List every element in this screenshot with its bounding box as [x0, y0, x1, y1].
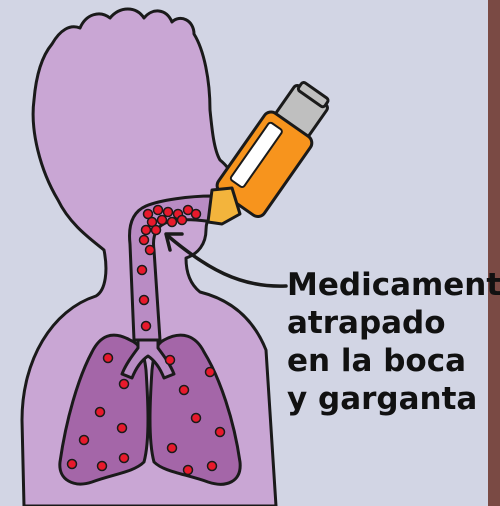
medication-particle [96, 460, 108, 472]
annotation-line-1: Medicamento [287, 267, 500, 303]
medication-particle [78, 434, 90, 446]
medication-particle [178, 384, 190, 396]
medication-particle [152, 204, 164, 216]
inhaler-label [229, 121, 283, 188]
curved-arrow-icon [164, 232, 288, 288]
medication-particle [156, 214, 168, 226]
medication-particle [66, 458, 78, 470]
medication-particle [164, 354, 176, 366]
medication-particle [166, 216, 178, 228]
medication-particle [182, 464, 194, 476]
medication-particle [138, 234, 150, 246]
medication-particle [118, 378, 130, 390]
medication-particle [214, 426, 226, 438]
medication-particle [140, 224, 152, 236]
medication-particles [66, 204, 226, 476]
annotation-line-3: en la boca [287, 343, 466, 379]
medication-particle [176, 214, 188, 226]
medication-particle [118, 452, 130, 464]
medication-particle [190, 208, 202, 220]
medication-particle [150, 224, 162, 236]
medication-particle [102, 352, 114, 364]
medication-particle [182, 204, 194, 216]
arrow-shaft [166, 234, 288, 288]
medication-particle [142, 208, 154, 220]
medication-particle [94, 406, 106, 418]
medication-particle [140, 320, 152, 332]
metered-dose-inhaler-icon [206, 81, 330, 226]
medication-particle [146, 216, 158, 228]
annotation-line-2: atrapado [287, 305, 446, 341]
arrow-head [164, 232, 184, 252]
medication-particle [136, 264, 148, 276]
medication-particle [166, 442, 178, 454]
annotation-line-4: y garganta [287, 381, 477, 417]
medication-particle [116, 422, 128, 434]
right-edge-strip [488, 0, 500, 506]
inhaler-canister-top [296, 81, 330, 109]
medication-particle [138, 294, 150, 306]
inhaler-mouthpiece [206, 186, 242, 226]
medication-particle [204, 366, 216, 378]
medication-particle [162, 206, 174, 218]
medication-particle [144, 244, 156, 256]
medication-particle [190, 412, 202, 424]
annotation-label: Medicamento atrapado en la boca y gargan… [287, 267, 500, 417]
medication-particle [206, 460, 218, 472]
